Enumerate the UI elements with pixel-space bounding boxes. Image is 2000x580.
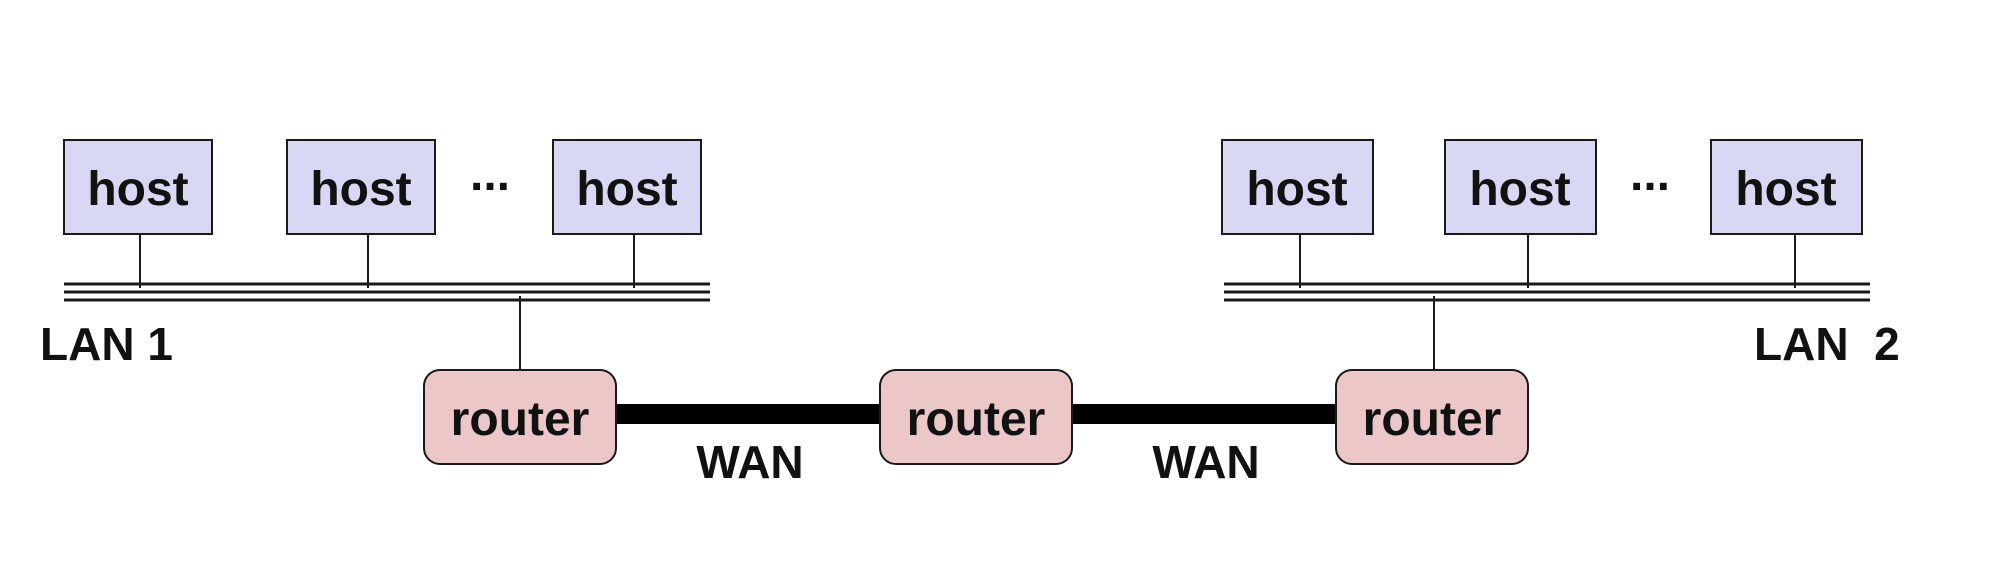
lan2-host-3: host xyxy=(1710,139,1863,235)
host-label: host xyxy=(576,163,677,216)
host-label: host xyxy=(310,163,411,216)
router-label: router xyxy=(907,393,1046,446)
router-label: router xyxy=(1363,393,1502,446)
lan2-ellipsis: ... xyxy=(1630,148,1670,201)
host-label: host xyxy=(87,163,188,216)
router-1: router xyxy=(423,369,617,465)
lan1-host-3: host xyxy=(552,139,702,235)
lan1-drops xyxy=(139,234,635,370)
lan2-label: LAN 2 xyxy=(1754,318,1900,370)
lan2-host-1: host xyxy=(1221,139,1374,235)
router-2: router xyxy=(879,369,1073,465)
host-label: host xyxy=(1735,163,1836,216)
lan2-bus xyxy=(1224,282,1870,302)
host-label: host xyxy=(1469,163,1570,216)
lan1-host-2: host xyxy=(286,139,436,235)
lan1-bus xyxy=(64,282,710,302)
lan1-label: LAN 1 xyxy=(40,318,173,370)
wan-label-1: WAN xyxy=(696,436,803,488)
lan2-host-2: host xyxy=(1444,139,1597,235)
lan2-drops xyxy=(1299,234,1796,370)
lan1-ellipsis: ... xyxy=(470,148,510,201)
lan1-host-1: host xyxy=(63,139,213,235)
router-3: router xyxy=(1335,369,1529,465)
router-label: router xyxy=(451,393,590,446)
host-label: host xyxy=(1246,163,1347,216)
wan-label-2: WAN xyxy=(1152,436,1259,488)
